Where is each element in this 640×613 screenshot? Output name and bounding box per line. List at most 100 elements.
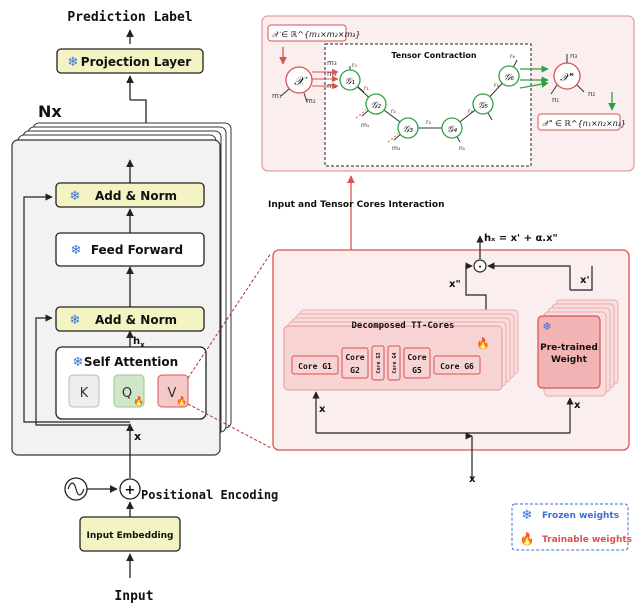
add-norm-bottom-label: Add & Norm [95, 313, 177, 327]
hx-formula: hₓ = x' + α.x" [484, 233, 558, 244]
flame-icon: 🔥 [176, 395, 187, 407]
core-g1: 𝒢₁ [339, 69, 361, 91]
x-label-left: x [134, 430, 141, 443]
r0-label: r₀ [352, 62, 357, 69]
interaction-label: Input and Tensor Cores Interaction [268, 200, 444, 210]
tensor-contraction-panel: 𝒳 ∈ ℝ^{m₁×m₂×m₃} Tensor Contraction 𝒳 m₁… [261, 15, 635, 172]
x-right-label: x [574, 400, 581, 411]
tt-core-g2: Core G2 [341, 347, 369, 379]
pretrained-line2: Weight [551, 355, 588, 365]
legend-trainable-label: Trainable weights [542, 535, 632, 545]
x-left-label: x [319, 404, 326, 415]
snowflake-icon: ❄ [70, 189, 81, 204]
n1-label: n₁ [459, 145, 466, 152]
svg-text:𝒢₆: 𝒢₆ [504, 73, 514, 83]
svg-text:Core G4: Core G4 [392, 352, 398, 373]
n3-label: n₃ [570, 52, 577, 60]
x-out-node-label: 𝒳" [560, 71, 575, 84]
m1-label: m₁ [272, 92, 282, 100]
r4-label: r₄ [468, 108, 473, 115]
core-g6: 𝒢₆ [498, 65, 520, 87]
svg-text:𝒢₂: 𝒢₂ [371, 101, 381, 111]
decomposed-title: Decomposed TT-Cores [352, 321, 455, 331]
projection-layer: ❄ Projection Layer [56, 48, 204, 74]
feed-forward: ❄ Feed Forward [55, 232, 205, 267]
svg-text:𝒢₄: 𝒢₄ [447, 125, 457, 135]
m1b-label: m₁ [361, 122, 370, 129]
flame-icon: 🔥 [520, 532, 535, 546]
svg-text:Core G3: Core G3 [376, 352, 382, 373]
r5-label: r₅ [494, 82, 499, 89]
combine-dot: · [478, 262, 482, 273]
x-double-prime-label: x" [449, 279, 461, 290]
svg-text:𝒢₃: 𝒢₃ [403, 125, 413, 135]
input-embedding-label: Input Embedding [87, 531, 174, 541]
svg-text:𝒢₁: 𝒢₁ [345, 77, 355, 87]
snowflake-icon: ❄ [70, 313, 81, 328]
input-eq-box [267, 24, 347, 42]
flame-icon: 🔥 [476, 337, 490, 350]
snowflake-icon: ❄ [542, 320, 551, 333]
svg-text:Core G1: Core G1 [298, 362, 332, 371]
svg-text:𝒢₅: 𝒢₅ [478, 101, 488, 111]
tt-core-g4: Core G4 [387, 345, 401, 381]
self-attention-block: ❄ Self Attention K Q 🔥 V 🔥 [55, 346, 207, 420]
legend: ❄ Frozen weights 🔥 Trainable weights [511, 503, 632, 551]
tt-core-g6: Core G6 [433, 355, 481, 375]
m3-label: m₃ [327, 59, 337, 67]
output-eq-box [537, 113, 621, 131]
n2-label: n₂ [588, 90, 595, 98]
output-eq: 𝒳" ∈ ℝ^{n₁×n₂×n₃} [542, 119, 626, 128]
v-box [157, 374, 189, 408]
feed-forward-label: Feed Forward [91, 243, 183, 257]
q-label: Q [122, 386, 132, 401]
snowflake-icon: ❄ [73, 355, 84, 370]
m2c-label: m₂ [392, 145, 401, 152]
flame-icon: 🔥 [133, 395, 144, 407]
snowflake-icon: ❄ [522, 508, 533, 523]
prediction-label: Prediction Label [67, 10, 192, 25]
q-box [113, 374, 145, 408]
legend-frozen-label: Frozen weights [542, 511, 619, 521]
tensor-contraction-title: Tensor Contraction [391, 51, 477, 60]
input-eq: 𝒳 ∈ ℝ^{m₁×m₂×m₃} [272, 30, 361, 39]
pretrained-weight-box [537, 315, 601, 389]
n1b-label: n₁ [552, 96, 559, 104]
combine-node [473, 259, 487, 273]
x-bottom-label: x [469, 474, 476, 485]
core-g5: 𝒢₅ [472, 93, 494, 115]
r6-label: r₆ [510, 53, 515, 60]
input-embedding: Input Embedding [79, 516, 181, 552]
add-norm-top-label: Add & Norm [95, 189, 177, 203]
plus-sign: + [125, 483, 136, 498]
k-label: K [80, 386, 89, 401]
core-g2: 𝒢₂ [365, 93, 387, 115]
plus-circle [119, 478, 141, 500]
snowflake-icon: ❄ [71, 243, 82, 258]
svg-text:G2: G2 [350, 366, 360, 375]
snowflake-icon: ❄ [68, 55, 79, 70]
core-g4: 𝒢₄ [441, 117, 463, 139]
tt-core-g1: Core G1 [291, 355, 339, 375]
hx-label: hx [133, 336, 145, 349]
tt-core-g5: Core G5 [403, 347, 431, 379]
tt-core-g3: Core G3 [371, 345, 385, 381]
svg-text:Core G6: Core G6 [440, 362, 474, 371]
nx-label: Nx [38, 102, 62, 121]
adapter-panel: hₓ = x' + α.x" · x" x' Decomposed TT-Cor… [272, 233, 630, 478]
core-g3: 𝒢₃ [397, 117, 419, 139]
m3b-label: m₃ [327, 70, 337, 78]
pretrained-line1: Pre-trained [540, 343, 598, 353]
x-prime-label: x' [580, 275, 590, 286]
m2-label: m₂ [306, 97, 316, 105]
positional-encoding-label: Positional Encoding [141, 488, 278, 502]
self-attention-label: Self Attention [84, 355, 178, 369]
svg-text:Core: Core [407, 353, 426, 362]
input-label: Input [114, 589, 153, 604]
projection-layer-label: Projection Layer [81, 55, 191, 69]
svg-text:Core: Core [345, 353, 364, 362]
k-box [68, 374, 100, 408]
v-label: V [168, 386, 177, 401]
r3-label: r₃ [426, 119, 431, 126]
